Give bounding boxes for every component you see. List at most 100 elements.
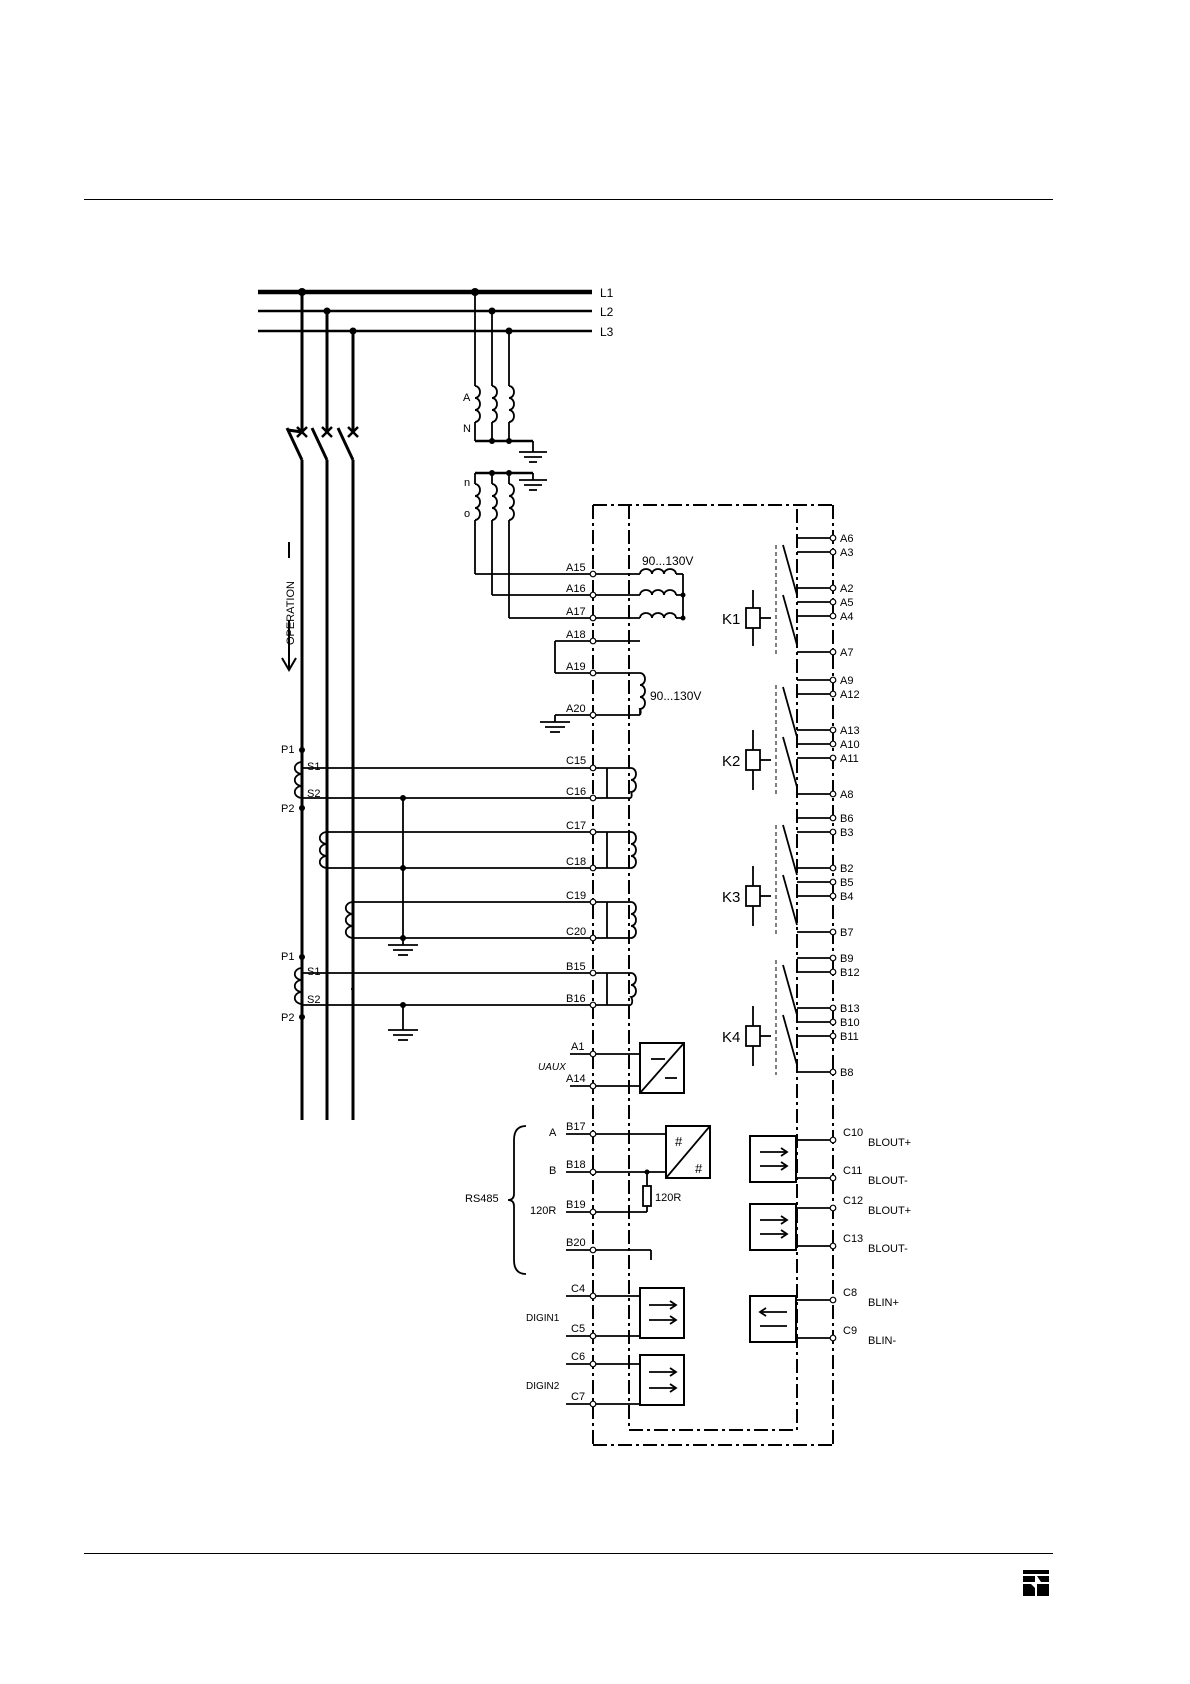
terminal-a9: A9 xyxy=(840,675,853,687)
current-transformer-2 xyxy=(318,831,593,869)
ct1-p1: P1 xyxy=(281,744,294,756)
terminal-c13: C13 xyxy=(843,1233,863,1245)
signal-blout-minus-1: BLOUT- xyxy=(868,1175,908,1187)
terminal-a6: A6 xyxy=(840,533,853,545)
signal-blin-minus: BLIN- xyxy=(868,1335,896,1347)
relay-k4-label: K4 xyxy=(722,1029,740,1046)
terminal-b20: B20 xyxy=(566,1237,586,1249)
relay-terminal-labels: A6 A3 A2 A5 A4 A7 A9 A12 A13 A10 A11 A8 … xyxy=(840,533,860,1079)
terminal-c4: C4 xyxy=(571,1283,585,1295)
relay-k3 xyxy=(745,825,777,935)
relay-k3-label: K3 xyxy=(722,889,740,906)
rs485-interface xyxy=(507,1125,711,1275)
svg-text:#: # xyxy=(695,1161,703,1176)
relay-k2-label: K2 xyxy=(722,753,740,770)
operation-label: OPERATION xyxy=(285,581,297,645)
terminal-b17: B17 xyxy=(566,1121,586,1133)
operation-arrow-icon xyxy=(281,542,297,672)
terminal-a16: A16 xyxy=(566,583,586,595)
terminal-b2: B2 xyxy=(840,863,853,875)
rs485-label: RS485 xyxy=(465,1193,499,1205)
digin1-label: DIGIN1 xyxy=(526,1313,560,1324)
voltage-terminal-labels: A15 A16 A17 A18 A19 A20 xyxy=(566,562,586,715)
terminal-b16: B16 xyxy=(566,993,586,1005)
terminal-a11: A11 xyxy=(840,753,859,765)
terminal-b9: B9 xyxy=(840,953,853,965)
terminal-c8: C8 xyxy=(843,1287,857,1299)
terminal-a18: A18 xyxy=(566,629,586,641)
ct4-s2: S2 xyxy=(307,994,320,1006)
terminal-c7: C7 xyxy=(571,1391,585,1403)
rs485-isolator-symbols: # # xyxy=(675,1134,703,1176)
terminal-a12: A12 xyxy=(840,689,860,701)
company-logo xyxy=(1023,1570,1049,1596)
terminal-b7: B7 xyxy=(840,927,853,939)
terminal-c18: C18 xyxy=(566,856,586,868)
terminal-a19: A19 xyxy=(566,661,586,673)
bus-label-l2: L2 xyxy=(600,305,614,319)
signal-blin-plus: BLIN+ xyxy=(868,1297,899,1309)
relay-k4 xyxy=(745,960,777,1075)
vt-label-n-secondary: n xyxy=(464,477,470,489)
terminal-c5: C5 xyxy=(571,1323,585,1335)
terminal-b19: B19 xyxy=(566,1199,586,1211)
terminal-a3: A3 xyxy=(840,547,853,559)
rs485-side-120r: 120R xyxy=(530,1205,556,1217)
current-terminal-labels: C15 C16 C17 C18 C19 C20 B15 B16 xyxy=(566,755,586,1005)
bus-label-l3: L3 xyxy=(600,325,614,339)
feeder-conductors xyxy=(285,292,355,1120)
earth-fault-ct xyxy=(293,967,593,1041)
ct4-p1: P1 xyxy=(281,951,294,963)
breaker-cross-marks xyxy=(296,426,359,438)
signal-blout-plus-2: BLOUT+ xyxy=(868,1205,911,1217)
terminal-c20: C20 xyxy=(566,926,586,938)
relay-k1-label: K1 xyxy=(722,611,740,628)
footer-rule xyxy=(84,1553,1053,1554)
rs485-side-a: A xyxy=(549,1127,557,1139)
terminal-a20: A20 xyxy=(566,703,586,715)
terminal-c16: C16 xyxy=(566,786,586,798)
ct1-p2: P2 xyxy=(281,803,294,815)
blocking-labels: C10 BLOUT+ C11 BLOUT- C12 BLOUT+ C13 BLO… xyxy=(843,1127,911,1347)
terminal-a10: A10 xyxy=(840,739,860,751)
vt-secondary xyxy=(474,471,593,619)
rs485-dots xyxy=(644,1169,650,1175)
vt-secondary-dots xyxy=(489,470,512,476)
terminal-c6: C6 xyxy=(571,1351,585,1363)
bus-label-l1: L1 xyxy=(600,286,614,300)
vt-primary-dots xyxy=(489,438,512,444)
terminal-c12: C12 xyxy=(843,1195,863,1207)
ct1-s1: S1 xyxy=(307,761,320,773)
terminal-b10: B10 xyxy=(840,1017,860,1029)
signal-blout-plus-1: BLOUT+ xyxy=(868,1137,911,1149)
busbars xyxy=(258,289,592,333)
ct1-s2: S2 xyxy=(307,788,320,800)
terminal-b13: B13 xyxy=(840,1003,860,1015)
current-transformer-1 xyxy=(293,761,593,799)
terminal-b6: B6 xyxy=(840,813,853,825)
terminal-a7: A7 xyxy=(840,647,853,659)
relay-contacts xyxy=(782,537,833,1073)
vt-label-n: N xyxy=(463,423,471,435)
terminal-a1: A1 xyxy=(571,1041,584,1053)
terminal-circles xyxy=(589,534,837,1408)
terminal-b8: B8 xyxy=(840,1067,853,1079)
rs485-side-b: B xyxy=(549,1165,556,1177)
digin2-label: DIGIN2 xyxy=(526,1381,560,1392)
ct4-p2: P2 xyxy=(281,1012,294,1024)
vt-label-a: A xyxy=(463,392,471,404)
terminal-a13: A13 xyxy=(840,725,860,737)
terminal-a15: A15 xyxy=(566,562,586,574)
vt-primary xyxy=(474,292,547,463)
ct4-s1: S1 xyxy=(307,966,320,978)
voltage-input-dots xyxy=(680,592,686,621)
terminal-b18: B18 xyxy=(566,1159,586,1171)
terminal-b4: B4 xyxy=(840,891,853,903)
terminal-a14: A14 xyxy=(566,1073,586,1085)
terminal-b5: B5 xyxy=(840,877,853,889)
ct-dots xyxy=(299,747,406,1020)
terminal-a8: A8 xyxy=(840,789,853,801)
aux-label: UAUX xyxy=(538,1062,566,1073)
terminal-b3: B3 xyxy=(840,827,853,839)
